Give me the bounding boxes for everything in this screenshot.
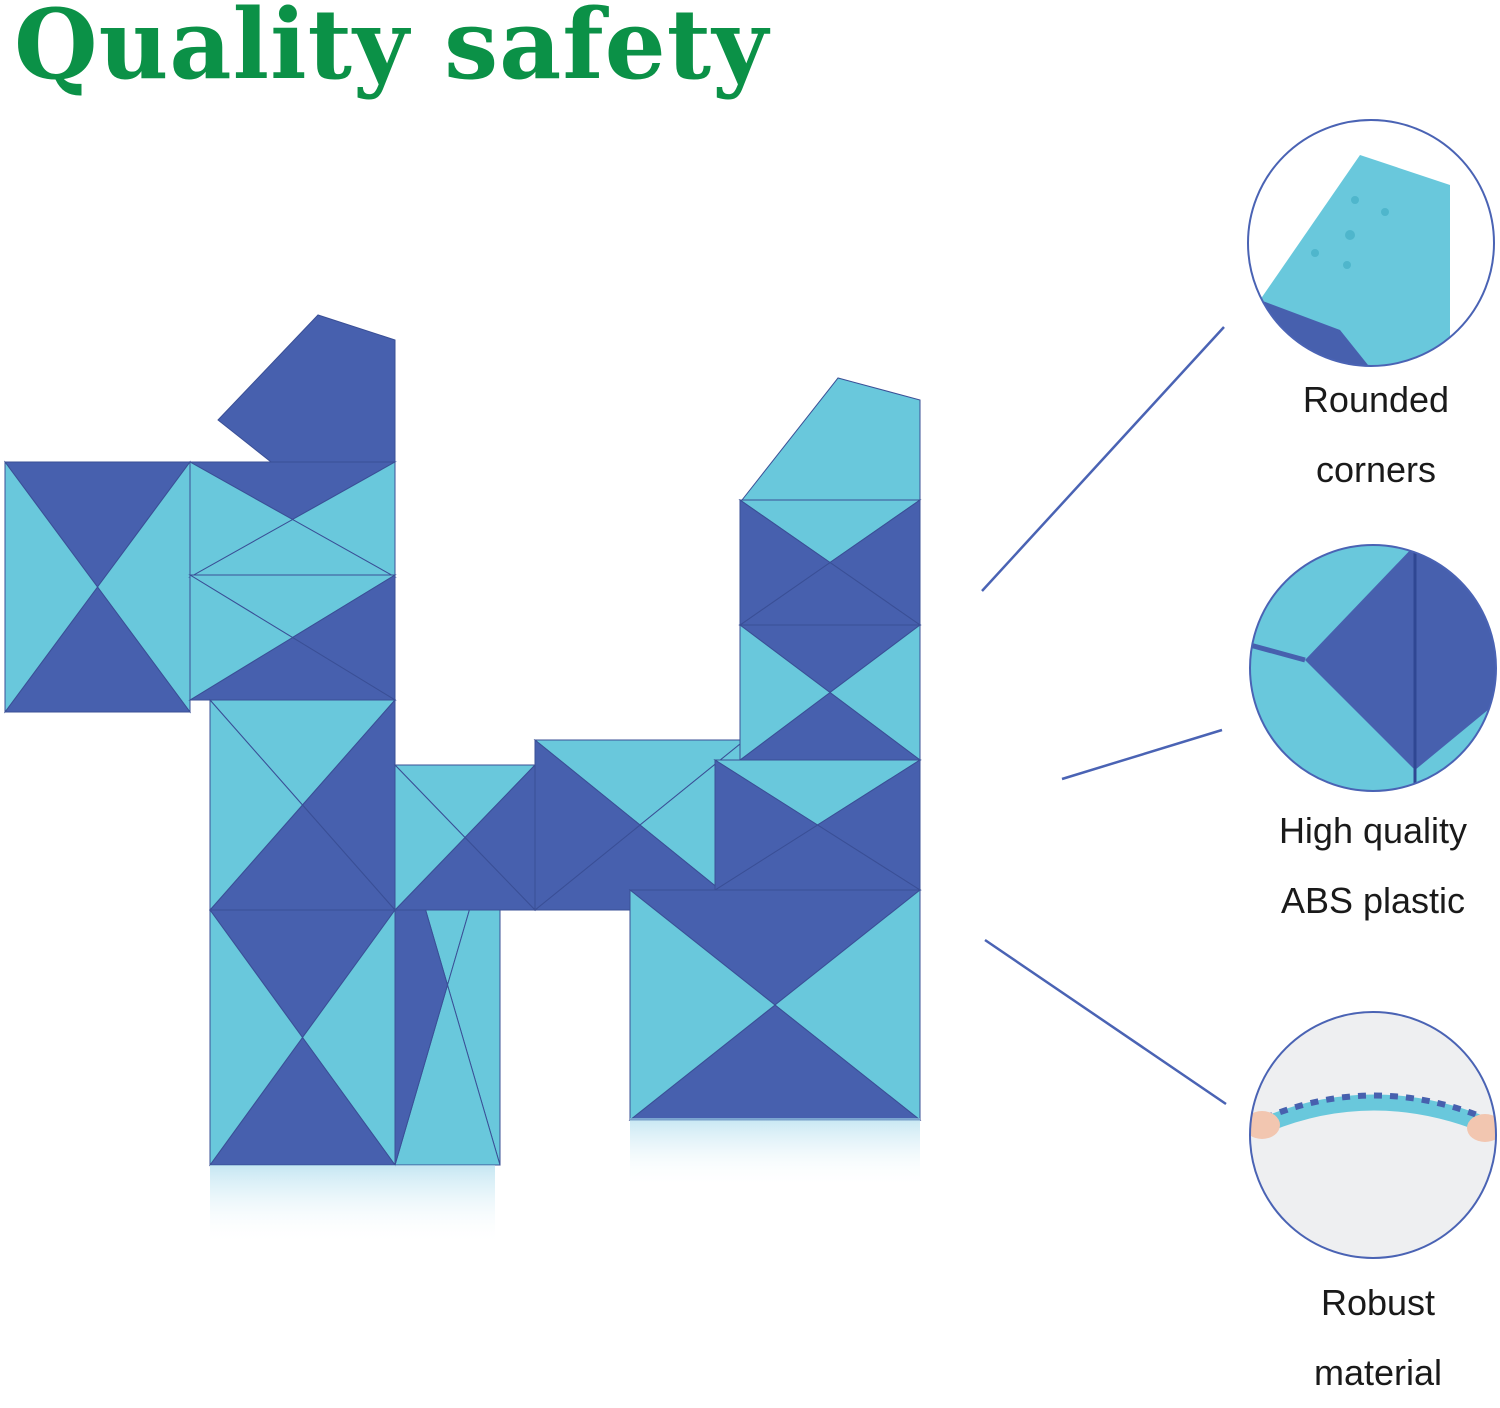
puzzle-segment	[739, 624, 831, 761]
puzzle-segment	[739, 499, 831, 626]
bending-snake-closeup	[1249, 1011, 1497, 1259]
page-title: Quality safety	[14, 0, 769, 101]
puzzle-segment	[4, 460, 99, 714]
puzzle-segment	[209, 908, 304, 1167]
plastic-closeup	[1249, 544, 1497, 792]
connector-lines	[981, 326, 1227, 1106]
feature-label-line1: Robust	[1320, 1282, 1436, 1323]
dog-shaped-snake-puzzle	[4, 314, 922, 1167]
puzzle-segment	[209, 698, 304, 912]
feature-label-line2: corners	[1315, 449, 1437, 490]
feature-robust-material: Robust material	[1248, 1268, 1500, 1408]
feature-label-line2: ABS plastic	[1280, 880, 1466, 921]
puzzle-segment	[189, 574, 294, 701]
puzzle-segment	[629, 888, 776, 1122]
feature-label-line2: material	[1313, 1352, 1443, 1393]
puzzle-segment	[714, 759, 819, 891]
feature-label-line1: Rounded	[1302, 379, 1450, 420]
feature-abs-plastic: High quality ABS plastic	[1243, 796, 1500, 936]
puzzle-segment	[189, 461, 294, 578]
rounded-corner-closeup	[1247, 119, 1495, 367]
feature-rounded-corners: Rounded corners	[1246, 365, 1500, 505]
feature-label-line1: High quality	[1278, 810, 1468, 851]
puzzle-segment	[534, 738, 641, 912]
puzzle-segment	[394, 763, 466, 912]
